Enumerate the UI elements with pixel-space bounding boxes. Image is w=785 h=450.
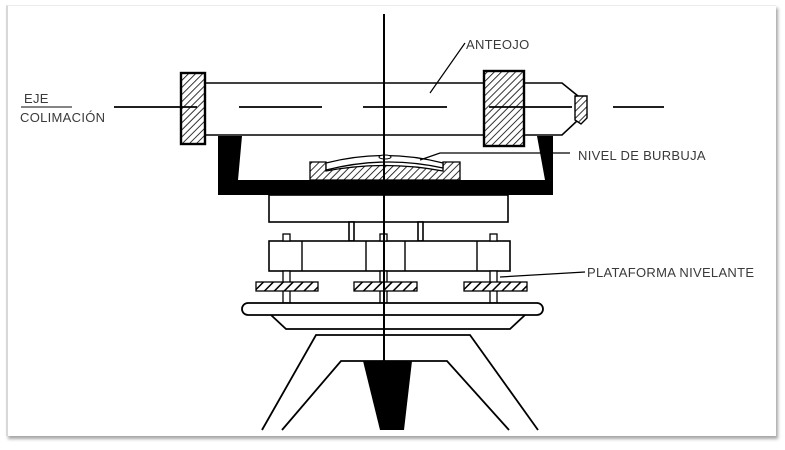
eyepiece-icon [574, 95, 588, 125]
label-anteojo: ANTEOJO [466, 37, 530, 52]
label-eje-colimacion: EJE COLIMACIÓN [20, 91, 105, 125]
telescope [179, 69, 588, 148]
label-plataforma: PLATAFORMA NIVELANTE [587, 265, 754, 280]
tripod [261, 334, 539, 431]
base-plate [241, 302, 544, 330]
label-eje: EJE [24, 91, 49, 106]
label-nivel-burbuja-group: NIVEL DE BURBUJA [419, 148, 706, 163]
label-colimacion: COLIMACIÓN [20, 110, 105, 125]
objective-ring [179, 71, 207, 146]
label-anteojo-group: ANTEOJO [429, 37, 530, 94]
label-nivel-burbuja: NIVEL DE BURBUJA [578, 148, 706, 163]
leveling-platform [255, 233, 528, 304]
upper-base [268, 194, 509, 242]
label-plataforma-group: PLATAFORMA NIVELANTE [499, 265, 754, 280]
focus-ring [482, 69, 526, 148]
plumb-bob-cone [363, 361, 412, 430]
telescope-support [218, 136, 553, 195]
